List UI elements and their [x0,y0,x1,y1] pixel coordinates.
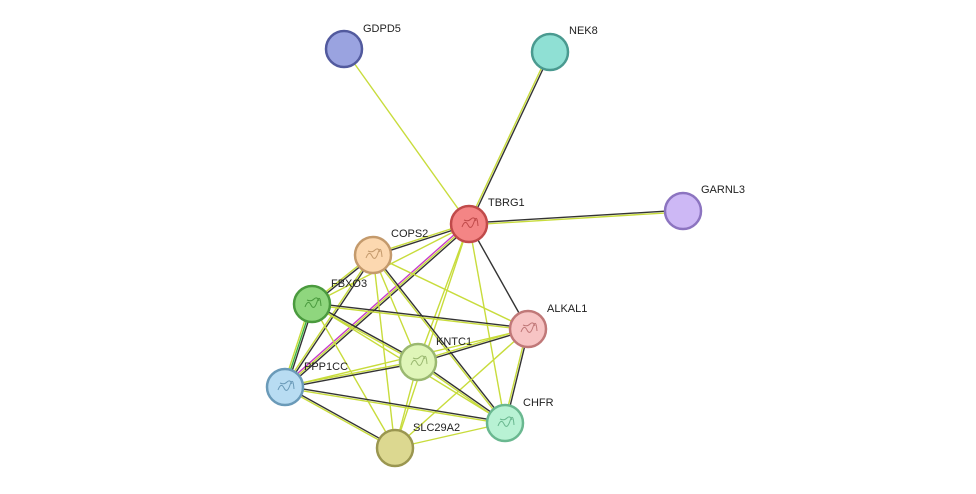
edge-tbrg1-garnl3[interactable] [468,209,684,226]
edge-line [284,387,395,450]
node-label-garnl3: GARNL3 [701,184,745,196]
edge-cops2-kntc1[interactable] [372,254,419,363]
protein-structure-icon [365,248,383,259]
edge-line [468,209,683,224]
edge-line [373,254,507,423]
node-circle-fbxo3[interactable] [292,284,332,324]
edge-fbxo3-alkal1[interactable] [311,302,529,331]
protein-structure-icon [520,322,538,333]
edge-line [469,211,684,226]
edge-line [312,302,529,329]
edge-tbrg1-slc29a2[interactable] [394,223,470,449]
node-circle-kntc1[interactable] [398,342,438,382]
protein-structure-icon [304,297,322,308]
protein-structure-icon [461,217,479,228]
edge-line [372,254,419,363]
edge-line [285,362,419,389]
edge-line [284,360,418,387]
edge-ppp1cc-chfr[interactable] [284,385,506,425]
protein-structure-icon [277,380,295,391]
node-chfr[interactable]: CHFR [485,397,554,443]
edge-line [417,223,470,363]
edge-cops2-alkal1[interactable] [372,254,529,330]
edge-line [394,328,529,449]
edge-gdpd5-tbrg1[interactable] [343,48,470,225]
edge-line [285,385,506,423]
edge-tbrg1-kntc1[interactable] [417,223,470,363]
node-circle-ppp1cc[interactable] [265,367,305,407]
edge-line [283,254,373,387]
node-cops2[interactable]: COPS2 [353,228,428,275]
node-label-cops2: COPS2 [391,228,428,240]
node-tbrg1[interactable]: TBRG1 [449,197,525,244]
edge-tbrg1-ppp1cc[interactable] [283,222,471,389]
node-label-nek8: NEK8 [569,25,598,37]
node-label-slc29a2: SLC29A2 [413,422,460,434]
protein-structure-icon [497,416,515,427]
edge-line [311,304,528,331]
edge-fbxo3-slc29a2[interactable] [311,303,396,449]
edge-tbrg1-alkal1[interactable] [468,223,529,330]
node-label-ppp1cc: PPP1CC [304,361,348,373]
edge-line [285,255,375,388]
node-label-tbrg1: TBRG1 [488,197,525,209]
edge-alkal1-slc29a2[interactable] [394,328,529,449]
node-label-gdpd5: GDPD5 [363,23,401,35]
edge-line [283,222,469,387]
node-label-kntc1: KNTC1 [436,336,472,348]
edge-line [311,303,396,449]
node-fbxo3[interactable]: FBXO3 [292,278,367,324]
node-garnl3[interactable]: GARNL3 [663,184,745,231]
node-label-chfr: CHFR [523,397,554,409]
node-kntc1[interactable]: KNTC1 [398,336,472,382]
node-circle-cops2[interactable] [353,235,393,275]
nodes-layer: GDPD5 NEK8 TBRG1 GARNL3 COPS2 FBXO3 ALKA… [265,23,745,468]
node-circle-alkal1[interactable] [508,309,548,349]
edge-line [468,223,529,330]
edge-nek8-tbrg1[interactable] [467,51,552,225]
node-circle-nek8[interactable] [530,32,570,72]
edge-line [371,255,505,424]
node-circle-gdpd5[interactable] [324,29,364,69]
edge-cops2-slc29a2[interactable] [372,254,396,449]
edge-line [469,52,552,225]
edge-cops2-chfr[interactable] [371,254,507,424]
node-label-alkal1: ALKAL1 [547,303,587,315]
edge-line [285,224,471,389]
edge-line [284,223,470,388]
node-ppp1cc[interactable]: PPP1CC [265,361,348,407]
node-circle-slc29a2[interactable] [375,428,415,468]
edge-line [312,302,419,362]
node-circle-garnl3[interactable] [663,191,703,231]
edge-ppp1cc-slc29a2[interactable] [284,385,396,450]
edge-line [285,385,396,448]
edge-line [372,254,396,449]
edges-layer [282,48,684,450]
edge-cops2-ppp1cc[interactable] [283,254,375,388]
edge-line [284,387,505,425]
edge-line [372,254,529,330]
node-nek8[interactable]: NEK8 [530,25,598,72]
node-slc29a2[interactable]: SLC29A2 [375,422,460,468]
node-alkal1[interactable]: ALKAL1 [508,303,587,349]
protein-structure-icon [410,355,428,366]
node-label-fbxo3: FBXO3 [331,278,367,290]
edge-kntc1-ppp1cc[interactable] [284,360,419,389]
node-circle-tbrg1[interactable] [449,204,489,244]
node-circle-chfr[interactable] [485,403,525,443]
node-gdpd5[interactable]: GDPD5 [324,23,401,69]
edge-line [343,48,470,225]
edge-line [467,51,550,224]
edge-line [394,223,470,449]
